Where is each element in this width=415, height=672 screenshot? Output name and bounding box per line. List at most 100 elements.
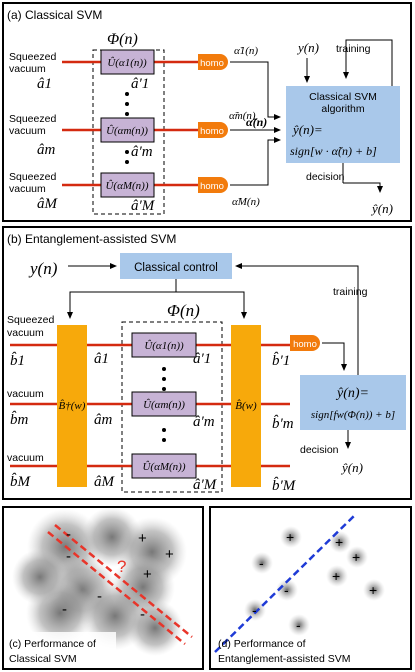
input-M-line2: vacuum (9, 183, 46, 195)
unitary-box (131, 391, 197, 417)
homodyne-detector (198, 122, 228, 138)
svm-eq-1: ŷ(n)= (291, 122, 323, 137)
svm-title-2: algorithm (321, 103, 364, 115)
unitary-label: Û(αm(n)) (143, 399, 185, 411)
qsvm-box (300, 375, 406, 430)
label-backdrop (6, 632, 116, 666)
minus-sign: - (252, 602, 257, 618)
decision-boundary (47, 531, 186, 645)
training-arrow (235, 263, 359, 380)
decision-boundary (54, 524, 193, 638)
panel-a-label: (a) Classical SVM (7, 8, 102, 22)
squeezed-label: Squeezed (7, 314, 54, 326)
unitary-box (131, 453, 197, 479)
phi-label: Φ(n) (167, 301, 200, 320)
row-1: Squeezed vacuum Û(α1(n)) â1 â′1 homo α̃1… (9, 45, 258, 92)
homo-label: homo (200, 58, 224, 69)
vacuum-label: vacuum (7, 388, 44, 400)
a-mode-label: â1 (94, 351, 109, 367)
plus-sign: + (138, 530, 147, 547)
panel-d-frame (209, 506, 412, 670)
panel-c-label-2: Classical SVM (9, 653, 77, 665)
panel-c: ? + + + - - - - - (c) Performance of Cla… (2, 506, 204, 670)
mode-out-label: â′m (131, 144, 153, 160)
panel-a: (a) Classical SVM Φ(n) Squeezed vacuum Û… (2, 2, 412, 222)
decision-label: decision (300, 444, 339, 456)
classical-control-box (120, 253, 232, 279)
minus-sign: - (259, 555, 264, 571)
panel-b-label: (b) Entanglement-assisted SVM (7, 232, 176, 246)
alpha-1-label: α̃1(n) (234, 45, 258, 57)
decision-label: decision (306, 171, 345, 183)
homodyne-detector (290, 335, 320, 351)
input-m-line1: Squeezed (9, 113, 56, 125)
plus-sign: + (143, 566, 152, 583)
a-out-label: â′M (193, 477, 218, 493)
unitary-box (100, 117, 155, 143)
alpha-M-label: α̃M(n) (232, 196, 260, 208)
plus-sign: + (332, 568, 340, 584)
classical-control-label: Classical control (134, 262, 218, 274)
plus-sign: + (165, 546, 174, 563)
homodyne-detector (198, 177, 228, 193)
unitary-label: Û(αm(n)) (106, 125, 148, 137)
b-dagger-label: B̂†(w) (59, 399, 86, 412)
homodyne-detector (198, 54, 228, 70)
y-in-label: y(n) (296, 40, 319, 55)
unitary-box (100, 172, 155, 198)
a-out-label: â′m (193, 414, 215, 430)
training-label: training (333, 286, 368, 298)
b-dagger-block (57, 325, 87, 487)
a-mode-label: âm (94, 412, 113, 428)
alpha-vector-label: α̃(n) (246, 115, 267, 129)
minus-sign: - (140, 606, 145, 623)
minus-sign: - (66, 526, 71, 543)
unitary-box (100, 49, 155, 75)
homo-to-svm-arrow (322, 342, 347, 371)
unitary-label: Û(α1(n)) (107, 57, 147, 69)
panel-b-frame (2, 226, 412, 500)
row-m: Squeezed vacuum Û(αm(n)) âm â′m homo α̃m… (9, 110, 256, 160)
a-mode-label: âM (94, 474, 116, 490)
minus-sign: - (62, 601, 67, 618)
minus-sign: - (296, 617, 301, 633)
control-right-arrow (176, 291, 247, 319)
input-m-line2: vacuum (9, 125, 46, 137)
y-out-label: ŷ(n) (340, 460, 363, 475)
control-left-arrow (67, 279, 177, 319)
plus-sign: + (335, 534, 343, 550)
b-mode-label: b̂1 (10, 352, 25, 369)
bp-mode-label: b̂′m (272, 415, 294, 432)
mode-out-label: â′M (131, 198, 156, 214)
phi-dashed-box (121, 321, 223, 493)
b-mode-label: b̂M (10, 473, 32, 490)
classical-svm-box (286, 86, 400, 163)
svm-eq-2: sign[w · α̃(n) + b] (290, 144, 377, 158)
svm-title-1: Classical SVM (309, 91, 377, 103)
training-label: training (336, 43, 371, 55)
a-out-label: â′1 (193, 351, 211, 367)
input-1-line1: Squeezed (9, 51, 56, 63)
alpha-m-label: α̃m(n) (229, 110, 256, 122)
decision-arrow (343, 182, 383, 193)
sharp-points (244, 526, 385, 636)
homo-label: homo (200, 126, 224, 137)
unitary-box (131, 332, 197, 358)
minus-sign: - (284, 582, 289, 598)
row-M: Squeezed vacuum Û(αM(n)) âM â′M homo α̃M… (9, 171, 260, 214)
b-label: B̂(w) (235, 399, 257, 412)
input-1-line2: vacuum (9, 63, 46, 75)
panel-c-label-1: (c) Performance of (9, 638, 96, 650)
panel-d: + + + + + - - - - (d) Performance of Ent… (209, 506, 412, 670)
collect-lines (230, 61, 281, 186)
minus-sign: - (97, 588, 102, 605)
row-dots (162, 367, 166, 442)
vacuum-label: vacuum (7, 452, 44, 464)
blurred-clusters (12, 507, 187, 656)
homo-label: homo (200, 181, 224, 192)
unitary-label: Û(αM(n)) (142, 461, 185, 473)
phi-label: Φ(n) (107, 31, 138, 48)
b-mode-label: b̂m (10, 411, 29, 428)
panel-a-frame (2, 2, 412, 222)
bp-mode-label: b̂′1 (272, 352, 290, 369)
